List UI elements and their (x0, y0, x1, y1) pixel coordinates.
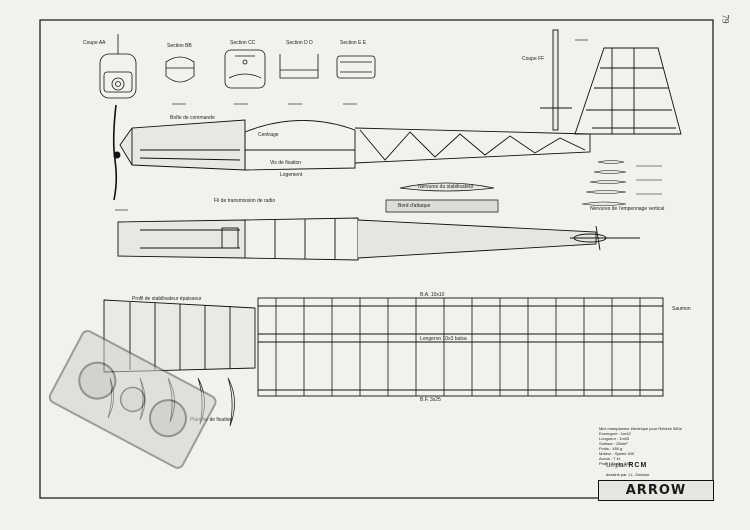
fin-rib-set (581, 160, 662, 206)
annotation-logement: Logement (280, 172, 303, 178)
section-cc-label: Section CC (230, 40, 256, 46)
tip-label: Saumon (672, 306, 691, 312)
spec-accus: Accus : 7 él. (599, 456, 621, 461)
spec-profil: Profil : Eppler 193 (599, 461, 631, 466)
fuselage-side-view (112, 29, 682, 201)
annotation-vis: Vis de fixation (270, 160, 302, 166)
section-cc-view (224, 49, 266, 89)
trailing-edge-label: B.F. 3x25 (420, 397, 441, 403)
fixation-label: Planche de fixation (190, 417, 233, 423)
spec-line1: Mini motoplaneur électrique pour Rebeck … (599, 426, 682, 431)
spec-moteur: Moteur : Speed 400 (599, 451, 635, 456)
magazine-name: RCM (628, 462, 648, 469)
tail-plan-label: Profil de stabilisateur épaisseur (132, 296, 202, 302)
section-bb-view (165, 56, 195, 83)
title-box: ARROW (598, 480, 714, 501)
stab-sublabel: Bord d'attaque (398, 203, 431, 209)
annotation-cable: Fil de transmission de radio (214, 198, 276, 204)
plan-title: ARROW (625, 483, 687, 498)
section-ee-view (336, 55, 376, 79)
credit-line: Un plan RCM dessiné par J.L. Delarue (606, 462, 649, 477)
annotation-nose: Boîte de commande (170, 115, 215, 121)
watermark-logo (48, 330, 217, 469)
leading-edge-label: B.A. 10x10 (420, 292, 445, 298)
wing-ribs (275, 298, 641, 396)
stabilizer-profile (385, 182, 499, 213)
author-text: dessiné par J.L. Delarue (606, 472, 650, 477)
section-arrows (115, 39, 588, 211)
section-aa-view (99, 34, 137, 99)
spec-poids: Poids : 450 g (599, 446, 623, 451)
spec-longueur: Longueur : 1m05 (599, 436, 630, 441)
spar-label: Longeron 10x3 balsa (420, 336, 467, 342)
section-aa-label: Coupe AA (83, 40, 106, 46)
page-number: 79 (720, 14, 731, 24)
spec-surface: Surface : 28dm² (599, 441, 628, 446)
section-ff-label: Coupe FF (522, 56, 545, 62)
section-dd-label: Section D D (286, 40, 313, 46)
fuselage-top-view (117, 217, 640, 261)
fin-ribs-label: Nervures de l'empennage vertical (590, 206, 665, 212)
credit-text: Un plan (606, 463, 627, 469)
section-bb-label: Section BB (167, 43, 192, 49)
annotation-centrage: Centrage (258, 132, 279, 138)
specs-block: Mini motoplaneur électrique pour Rebeck … (599, 426, 709, 466)
wing-plan (257, 297, 664, 397)
plan-frame (39, 19, 714, 499)
spec-envergure: Envergure : 1m42 (599, 431, 631, 436)
section-ee-label: Section E E (340, 40, 367, 46)
section-dd-view (279, 54, 319, 79)
stab-label: Nervures du stabilisateur (418, 184, 474, 190)
